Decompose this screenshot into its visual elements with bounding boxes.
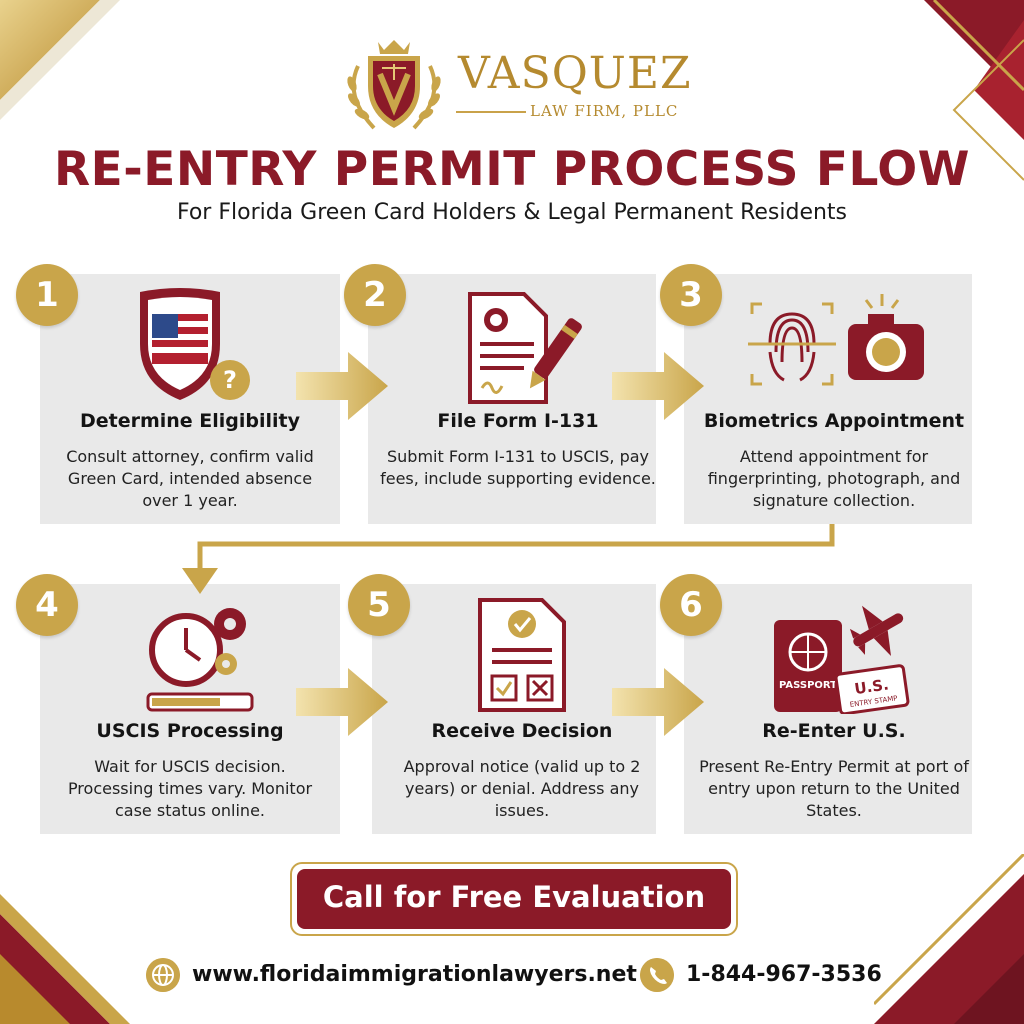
free-evaluation-button[interactable]: Call for Free Evaluation — [290, 862, 738, 936]
brand-name: VASQUEZ — [458, 48, 692, 99]
page-title: RE-ENTRY PERMIT PROCESS FLOW — [53, 142, 971, 197]
step-card-1: 1 ? Determine Eligibility Consult attorn… — [16, 264, 340, 524]
law-firm-crest-icon — [347, 40, 441, 130]
page-subtitle: For Florida Green Card Holders & Legal P… — [176, 200, 848, 225]
passport-label: PASSPORT — [779, 680, 837, 691]
decision-document-icon — [478, 598, 566, 712]
stamp-main-text: U.S. — [853, 675, 890, 698]
corner-decoration-top-right — [924, 0, 1024, 181]
phone-contact[interactable]: 1-844-967-3536 — [640, 958, 900, 994]
fingerprint-camera-icon — [748, 294, 924, 386]
step-title: File Form I-131 — [437, 410, 599, 432]
shield-flag-question-icon: ? — [140, 288, 250, 400]
svg-text:?: ? — [223, 366, 237, 394]
step-number-badge: 5 — [348, 574, 410, 636]
step-description: Present Re-Entry Permit at port of entry… — [699, 757, 969, 820]
step-description: Wait for USCIS decision. Processing time… — [67, 757, 313, 820]
step-card-2: 2 File Form I-131 Submit Form I-131 to U… — [344, 264, 656, 524]
step-number-badge: 1 — [16, 264, 78, 326]
step-title: Re-Enter U.S. — [762, 720, 906, 742]
step-title: Receive Decision — [431, 720, 613, 742]
step-description: Submit Form I-131 to USCIS, pay fees, in… — [380, 447, 656, 488]
step-title: Biometrics Appointment — [703, 410, 965, 432]
flow-arrow-1-to-2 — [296, 352, 388, 420]
step-number-badge: 4 — [16, 574, 78, 636]
step-title: USCIS Processing — [96, 720, 284, 742]
corner-decoration-bottom-left — [0, 894, 130, 1024]
flow-arrow-4-to-5 — [296, 668, 388, 736]
brand-divider — [456, 111, 526, 113]
step-card-6: 6 PASSPORT U.S. ENTRY STAMP Re-Enter U.S… — [660, 574, 972, 834]
step-description: Approval notice (valid up to 2 years) or… — [403, 757, 641, 820]
step-card-5: 5 Receive Decision Approval notice (vali… — [348, 574, 656, 834]
passport-plane-icon: PASSPORT U.S. ENTRY STAMP — [774, 605, 910, 714]
corner-decoration-bottom-right — [874, 854, 1024, 1024]
website-link[interactable]: www.floridaimmigrationlawyers.net — [192, 962, 637, 987]
clock-gears-icon — [146, 608, 254, 712]
brand-logo: VASQUEZ LAW FIRM, PLLC — [338, 36, 698, 136]
step-card-3: 3 Biometrics Appointment Attend appointm… — [660, 264, 972, 524]
phone-number[interactable]: 1-844-967-3536 — [686, 962, 882, 987]
step-description: Attend appointment for fingerprinting, p… — [707, 447, 961, 510]
globe-icon — [146, 958, 180, 992]
step-number-badge: 6 — [660, 574, 722, 636]
step-number-badge: 3 — [660, 264, 722, 326]
flow-arrow-2-to-3 — [612, 352, 704, 420]
website-contact[interactable]: www.floridaimmigrationlawyers.net — [146, 958, 637, 994]
free-evaluation-label: Call for Free Evaluation — [297, 869, 731, 929]
step-number-badge: 2 — [344, 264, 406, 326]
brand-subtitle: LAW FIRM, PLLC — [530, 102, 679, 120]
flow-arrow-5-to-6 — [612, 668, 704, 736]
phone-icon — [640, 958, 674, 992]
flow-connector-3-to-4 — [182, 524, 835, 594]
step-description: Consult attorney, confirm valid Green Ca… — [66, 447, 314, 510]
step-card-4: 4 USCIS Processing Wait for USCIS decisi… — [16, 574, 340, 834]
document-pen-icon — [468, 292, 582, 404]
step-title: Determine Eligibility — [79, 410, 301, 432]
corner-decoration-top-left — [0, 0, 120, 120]
